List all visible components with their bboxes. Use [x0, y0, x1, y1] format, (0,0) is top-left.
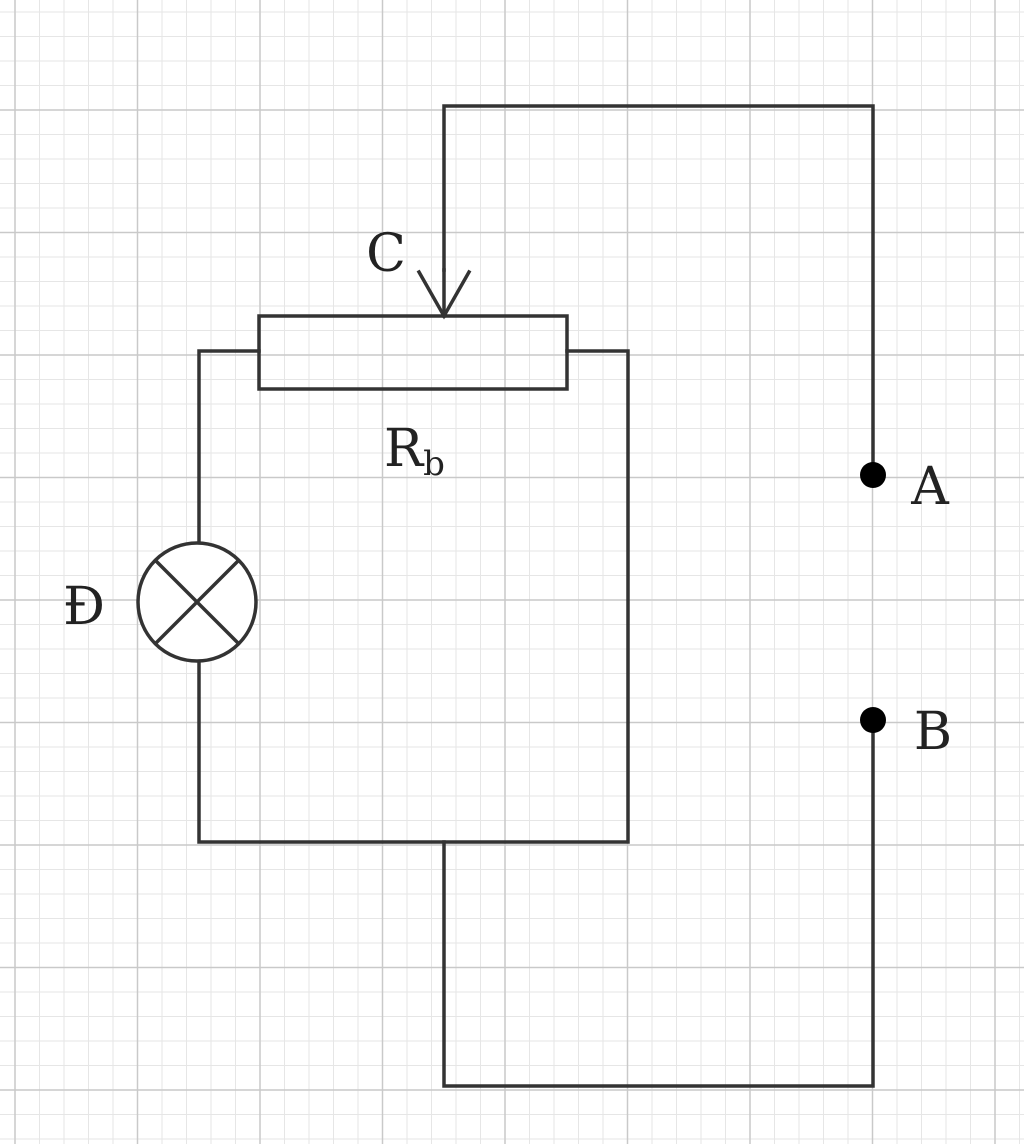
wire-top [442, 104, 875, 477]
lamp-icon [136, 541, 258, 663]
label-b: B [914, 702, 952, 762]
label-a: A [910, 457, 950, 517]
label-lamp: Đ [63, 577, 105, 637]
label-rb-sub: b [423, 444, 445, 484]
terminal-b-dot [860, 707, 886, 733]
label-rb-main: R [384, 419, 425, 479]
rheostat [257, 314, 569, 391]
arrow-down-icon [416, 268, 472, 320]
label-rb: Rb [384, 419, 445, 484]
wire-bottom [442, 718, 875, 1088]
wire-left-top [197, 349, 261, 545]
wire-left-bottom [197, 349, 630, 844]
terminal-a-dot [860, 462, 886, 488]
label-c: C [366, 224, 406, 284]
